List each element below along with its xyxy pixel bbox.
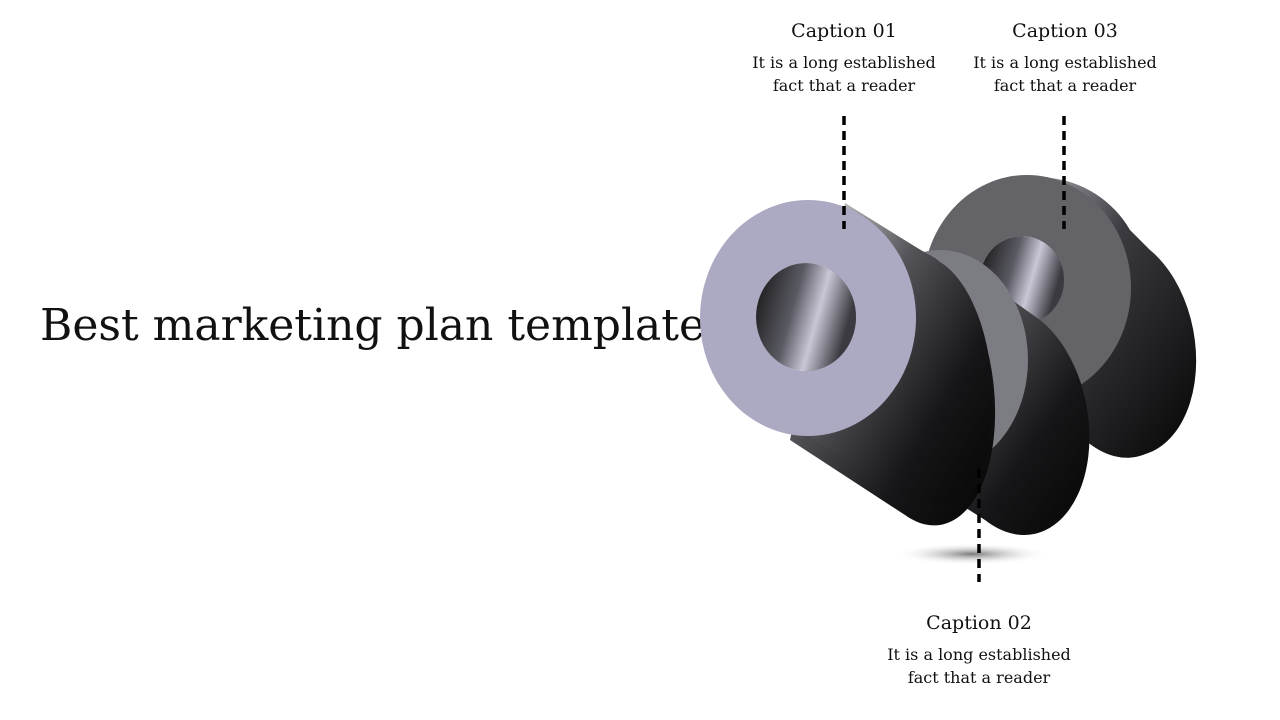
floor-shadow: [894, 543, 1050, 565]
caption-desc-line2: fact that a reader: [907, 668, 1051, 687]
caption-heading: Caption 02: [926, 612, 1032, 634]
caption-desc-line1: It is a long established: [752, 53, 936, 72]
caption-desc-line2: fact that a reader: [993, 76, 1137, 95]
caption-03: Caption 03 It is a long established fact…: [955, 19, 1175, 97]
caption-desc-line2: fact that a reader: [772, 76, 916, 95]
front-ring: [700, 200, 996, 526]
caption-desc-line1: It is a long established: [887, 645, 1071, 664]
slide-title: Best marketing plan template: [40, 300, 705, 351]
caption-heading: Caption 01: [791, 20, 897, 42]
caption-02: Caption 02 It is a long established fact…: [869, 611, 1089, 689]
caption-heading: Caption 03: [1012, 20, 1118, 42]
caption-desc-line1: It is a long established: [973, 53, 1157, 72]
caption-01: Caption 01 It is a long established fact…: [734, 19, 954, 97]
